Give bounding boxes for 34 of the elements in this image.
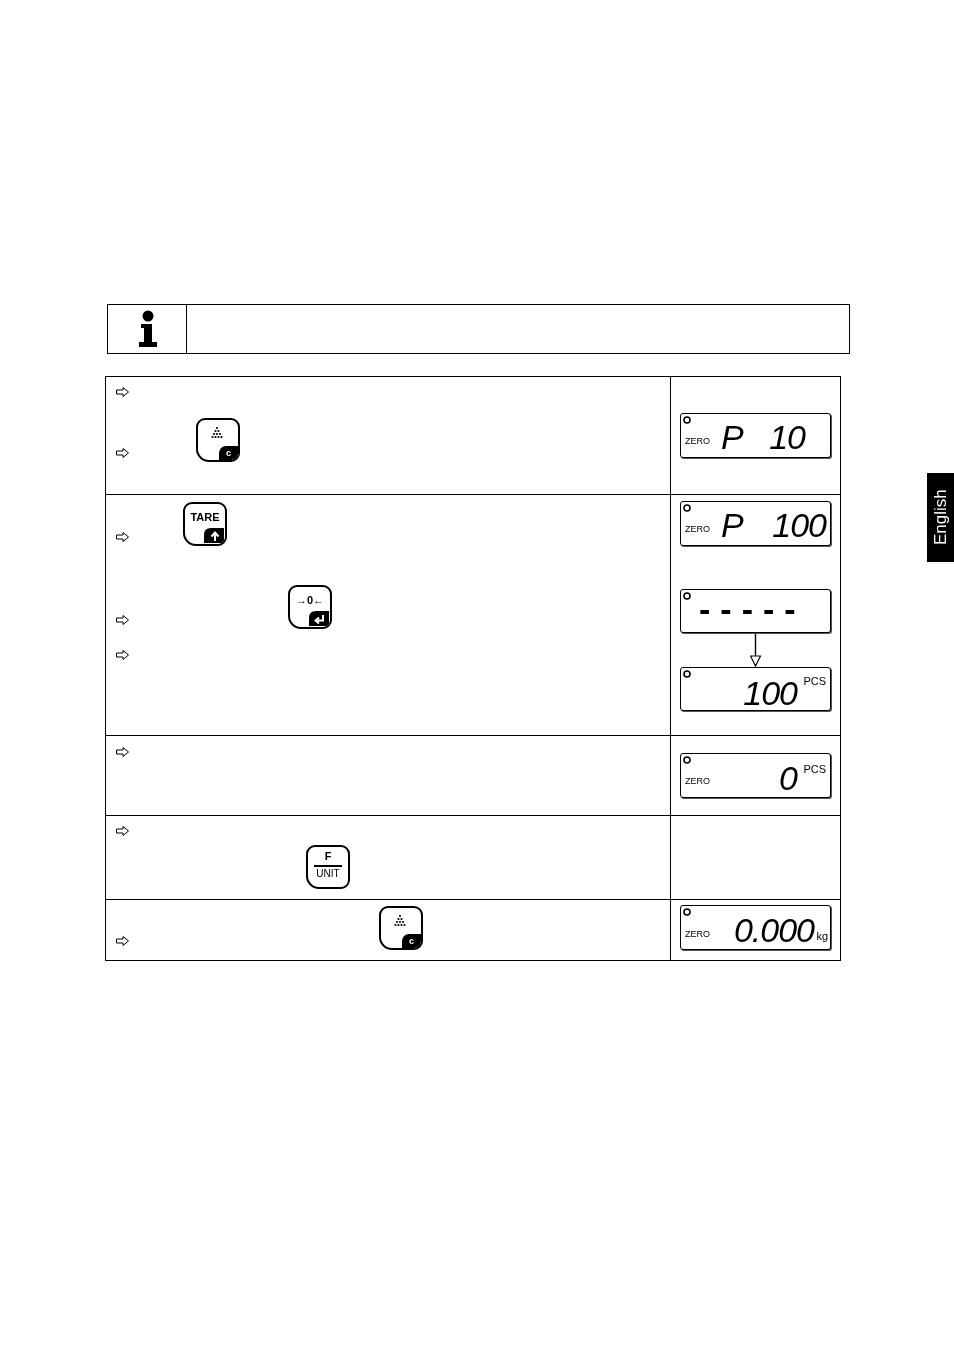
status-label: ZERO: [685, 930, 710, 939]
status-label: ZERO: [685, 777, 710, 786]
display-reading: P: [721, 508, 743, 542]
unit-label: kg: [816, 931, 828, 942]
display-reading: -----: [699, 592, 806, 626]
display-reading: 100: [772, 508, 826, 542]
keypad-key: [306, 845, 350, 889]
arrow: [749, 633, 762, 667]
display-reading: P: [721, 420, 743, 454]
key-label: c: [219, 446, 238, 460]
keypad-key: [288, 585, 332, 629]
display-reading: 10: [769, 420, 805, 454]
display-reading: 0.000: [733, 913, 814, 947]
status-label: ZERO: [685, 525, 710, 534]
key-label: →0←: [295, 595, 325, 606]
unit-label: PCS: [803, 764, 826, 775]
lcd-display: [680, 589, 831, 633]
keypad-key: [183, 502, 227, 546]
status-label: ZERO: [685, 437, 710, 446]
keypad-key: [379, 906, 423, 950]
lcd-display: [680, 667, 831, 711]
key-label: TARE: [190, 512, 220, 523]
display-reading: 0: [779, 761, 797, 795]
lcd-display: [680, 501, 831, 546]
display-reading: 100: [743, 676, 797, 710]
unit-label: PCS: [803, 676, 826, 687]
lcd-display: [680, 753, 831, 798]
key-label: c: [402, 934, 421, 948]
language-tab: English: [927, 473, 954, 562]
lcd-display: [680, 905, 831, 950]
keypad-key: [196, 418, 240, 462]
key-label: F: [324, 851, 332, 862]
key-label: UNIT: [316, 869, 340, 879]
lcd-display: [680, 413, 831, 458]
